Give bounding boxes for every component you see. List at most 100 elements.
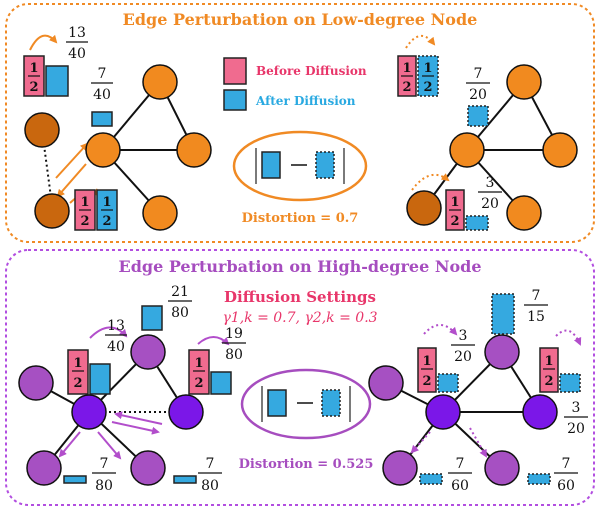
bottom-left-node-right bbox=[168, 394, 204, 430]
top-right-node-top bbox=[506, 64, 542, 100]
svg-text:1: 1 bbox=[80, 195, 89, 210]
bottom-right-node-far bbox=[368, 365, 404, 401]
svg-text:19: 19 bbox=[225, 326, 243, 342]
svg-text:7: 7 bbox=[562, 456, 571, 472]
top-distortion-ellipse bbox=[232, 130, 368, 202]
svg-text:2: 2 bbox=[423, 80, 432, 95]
svg-text:1: 1 bbox=[544, 354, 553, 369]
bottom-right-right-before-bar bbox=[539, 347, 559, 393]
svg-text:13: 13 bbox=[107, 318, 125, 334]
svg-text:80: 80 bbox=[225, 347, 243, 363]
top-right-top-after-bar bbox=[467, 105, 489, 127]
svg-text:7: 7 bbox=[456, 456, 465, 472]
svg-text:After Diffusion: After Diffusion bbox=[255, 94, 356, 108]
svg-text:40: 40 bbox=[93, 87, 111, 103]
top-right-node-center bbox=[449, 132, 485, 168]
svg-text:20: 20 bbox=[481, 196, 499, 212]
svg-text:2: 2 bbox=[29, 80, 38, 95]
legend-after-swatch bbox=[223, 89, 247, 111]
bottom-left-bl-after-bar bbox=[63, 475, 87, 484]
svg-text:1: 1 bbox=[102, 195, 111, 210]
svg-text:7: 7 bbox=[206, 456, 215, 472]
svg-text:7: 7 bbox=[532, 288, 541, 304]
bottom-left-hub-before-bar bbox=[67, 349, 89, 395]
svg-text:1: 1 bbox=[194, 356, 203, 371]
bottom-left-node-br bbox=[130, 450, 166, 486]
bottom-left-node-top bbox=[130, 334, 166, 370]
bottom-left-right-after-bar bbox=[210, 371, 232, 395]
top-distortion-before bbox=[261, 151, 281, 179]
svg-text:20: 20 bbox=[567, 421, 585, 437]
svg-text:80: 80 bbox=[201, 478, 219, 494]
svg-text:7: 7 bbox=[474, 66, 483, 82]
svg-text:40: 40 bbox=[107, 339, 125, 355]
bottom-distortion-ellipse bbox=[240, 368, 372, 440]
svg-text:2: 2 bbox=[194, 376, 203, 391]
svg-text:1: 1 bbox=[423, 61, 432, 76]
bottom-distortion-label: Distortion = 0.525 bbox=[239, 457, 374, 472]
bottom-right-node-br bbox=[484, 450, 520, 486]
svg-text:Before Diffusion: Before Diffusion bbox=[256, 64, 367, 78]
top-left-node-center bbox=[85, 132, 121, 168]
bottom-left-node-hub bbox=[71, 394, 107, 430]
bottom-panel-title: Edge Perturbation on High-degree Node bbox=[119, 257, 482, 276]
bottom-right-right-after-bar bbox=[559, 373, 581, 393]
top-left-node-top bbox=[142, 64, 178, 100]
svg-text:1: 1 bbox=[422, 354, 431, 369]
svg-text:2: 2 bbox=[422, 374, 431, 389]
bottom-right-node-right bbox=[522, 394, 558, 430]
bottom-right-node-top bbox=[484, 334, 520, 370]
bottom-left-right-before-bar bbox=[188, 349, 210, 395]
top-left-arrow-down bbox=[56, 163, 87, 198]
bottom-right-hub-after-bar bbox=[437, 373, 459, 393]
bottom-distortion-after bbox=[321, 389, 341, 417]
svg-text:60: 60 bbox=[557, 478, 575, 494]
top-right-node-right bbox=[542, 132, 578, 168]
svg-text:13: 13 bbox=[68, 25, 86, 41]
bottom-left-hub-after-bar bbox=[89, 363, 111, 395]
top-left-arrow-curve-high bbox=[29, 34, 58, 51]
svg-text:3: 3 bbox=[572, 400, 581, 416]
svg-text:1: 1 bbox=[29, 61, 38, 76]
top-right-node-bottom bbox=[506, 195, 542, 231]
svg-text:2: 2 bbox=[102, 214, 111, 229]
top-left-node-b bbox=[34, 193, 70, 229]
top-right-b-after-bar bbox=[465, 215, 489, 231]
svg-text:40: 40 bbox=[68, 46, 86, 62]
svg-text:2: 2 bbox=[544, 374, 553, 389]
top-left-a-after-bar bbox=[45, 65, 69, 97]
svg-text:20: 20 bbox=[469, 87, 487, 103]
bottom-left-node-bl bbox=[26, 450, 62, 486]
top-panel-title: Edge Perturbation on Low-degree Node bbox=[123, 10, 478, 29]
bottom-right-hub-before-bar bbox=[417, 347, 437, 393]
svg-text:21: 21 bbox=[171, 284, 189, 300]
legend-before-swatch bbox=[223, 57, 247, 85]
bottom-left-node-far bbox=[18, 365, 54, 401]
svg-text:20: 20 bbox=[454, 349, 472, 365]
bottom-right-top-after-bar bbox=[491, 293, 515, 335]
top-right-node-low bbox=[406, 190, 442, 226]
top-left-node-right bbox=[176, 132, 212, 168]
svg-text:1: 1 bbox=[402, 61, 411, 76]
svg-text:1: 1 bbox=[450, 195, 459, 210]
bottom-left-top-after-bar bbox=[141, 305, 163, 331]
bottom-left-br-after-bar bbox=[173, 475, 197, 484]
svg-text:15: 15 bbox=[527, 309, 545, 325]
bottom-distortion-before bbox=[267, 389, 287, 417]
bottom-right-bl-after-bar bbox=[419, 473, 443, 485]
svg-text:7: 7 bbox=[100, 456, 109, 472]
top-distortion-after bbox=[315, 151, 335, 179]
diffusion-settings-title: Diffusion Settings bbox=[224, 288, 376, 306]
svg-text:80: 80 bbox=[95, 478, 113, 494]
svg-text:2: 2 bbox=[80, 214, 89, 229]
svg-text:80: 80 bbox=[171, 305, 189, 321]
diffusion-settings-gammas: γ1,k = 0.7, γ2,k = 0.3 bbox=[222, 310, 377, 326]
top-panel-frame bbox=[5, 3, 595, 243]
svg-text:1: 1 bbox=[73, 356, 82, 371]
svg-text:3: 3 bbox=[459, 328, 468, 344]
top-left-arrow-up bbox=[55, 142, 89, 179]
svg-text:2: 2 bbox=[402, 80, 411, 95]
svg-text:2: 2 bbox=[73, 376, 82, 391]
svg-text:7: 7 bbox=[98, 66, 107, 82]
